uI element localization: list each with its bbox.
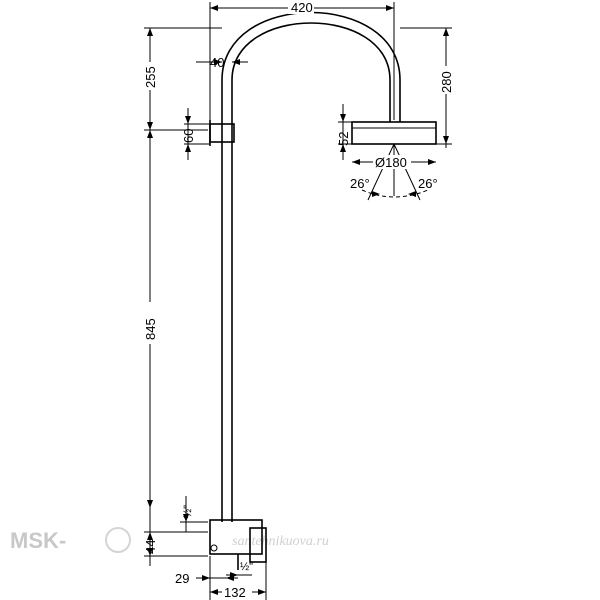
watermark-logo-icon <box>105 527 131 553</box>
shower-head <box>351 121 437 145</box>
dim-132-label: 132 <box>224 585 246 600</box>
inlet-marker <box>210 544 218 552</box>
dim-half-bottom-label: ½" <box>240 561 253 573</box>
spray-left <box>367 143 395 201</box>
watermark-brand: MSK- <box>10 528 66 553</box>
dim-52-label: 52 <box>336 132 351 146</box>
dim-255-label: 255 <box>143 66 158 88</box>
dim-280-label: 280 <box>439 71 454 93</box>
watermark: MSK- santehnikuova.ru <box>10 527 329 553</box>
dim-40-label: 40 <box>210 55 224 70</box>
dim-420-label: 420 <box>291 0 313 15</box>
angle-left-label: 26° <box>350 176 370 191</box>
dim-44-label: 44 <box>143 540 158 554</box>
mixer-handle <box>249 527 267 563</box>
dim-diameter-label: Ø180 <box>375 155 407 170</box>
dim-half-top-label: ½" <box>182 505 194 518</box>
arc-inner <box>231 22 391 122</box>
spray-right <box>393 143 421 201</box>
shower-column <box>209 11 437 570</box>
dim-845-label: 845 <box>143 318 158 340</box>
arc-outer <box>221 11 401 122</box>
dim-420-arrow-left <box>210 5 218 11</box>
dim-29-label: 29 <box>175 571 189 586</box>
angle-right-label: 26° <box>418 176 438 191</box>
dim-60-label: 60 <box>181 129 196 143</box>
dim-420-arrow-right <box>386 5 394 11</box>
dimensions: 420 255 845 40 60 280 <box>143 0 454 600</box>
watermark-site: santehnikuova.ru <box>232 534 329 549</box>
mixer-body <box>209 519 263 555</box>
